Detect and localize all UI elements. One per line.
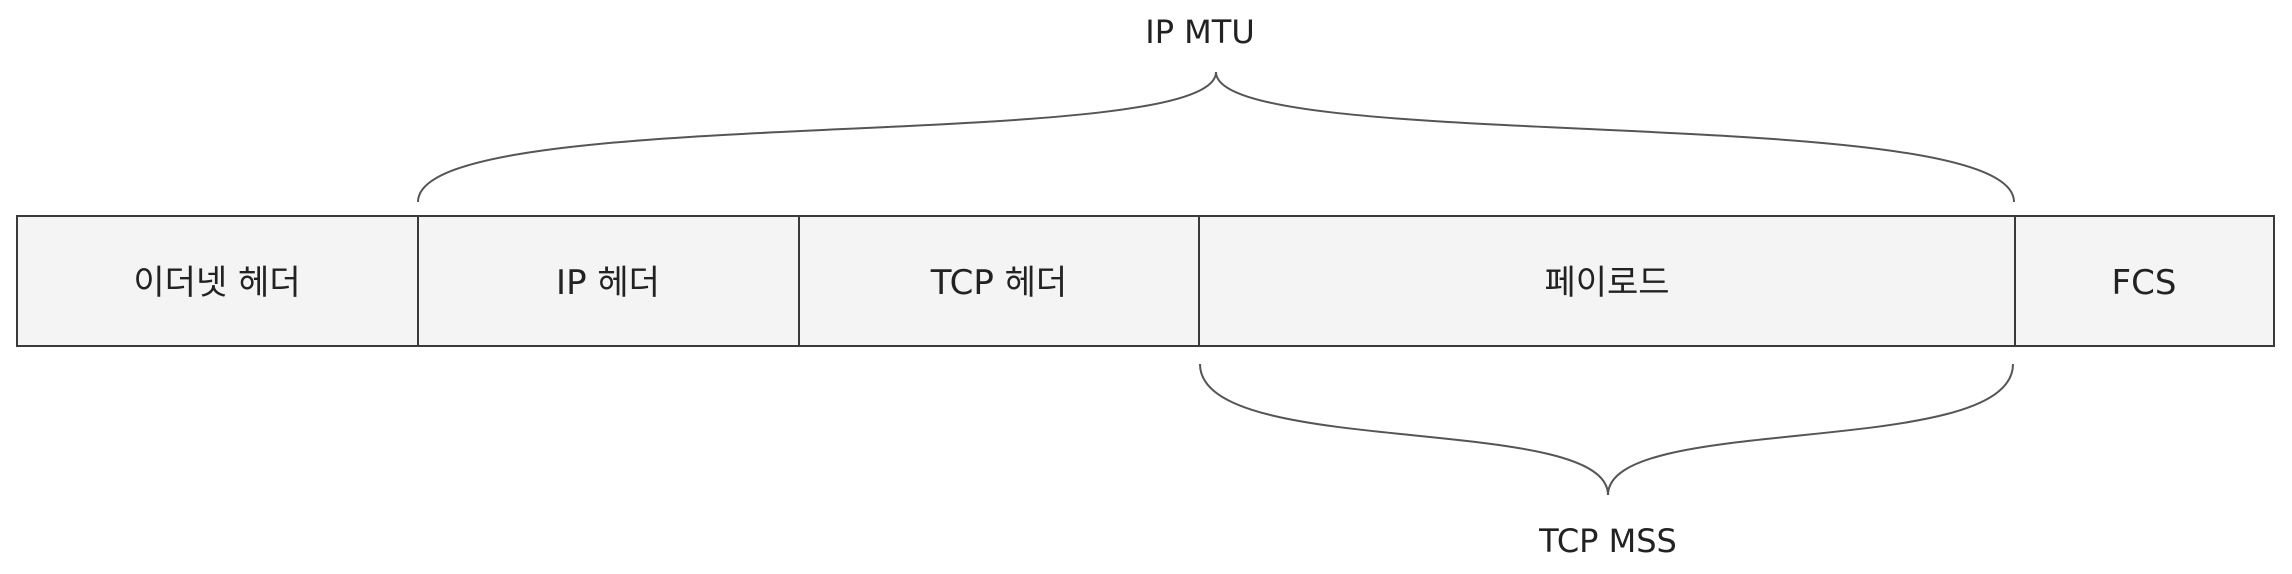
- segment-ip-header-label: IP 헤더: [556, 263, 660, 303]
- segment-tcp-header: TCP 헤더: [798, 215, 1200, 347]
- segment-ethernet-header: 이더넷 헤더: [16, 215, 419, 347]
- tcp-mss-brace-line: [1199, 363, 2014, 496]
- segment-ip-header: IP 헤더: [417, 215, 800, 347]
- segment-payload: 페이로드: [1198, 215, 2016, 347]
- segment-fcs: FCS: [2014, 215, 2275, 347]
- segment-ethernet-header-box: [16, 215, 419, 347]
- segment-tcp-header-box: [798, 215, 1200, 347]
- segment-fcs-box: [2014, 215, 2275, 347]
- tcp-mss-label: TCP MSS: [1538, 522, 1677, 560]
- segment-fcs-label: FCS: [2112, 263, 2177, 303]
- ip-mtu-label: IP MTU: [1145, 13, 1254, 51]
- segment-ip-header-box: [417, 215, 800, 347]
- ip-mtu-brace: IP MTU: [417, 13, 2015, 203]
- ip-mtu-brace-line: [417, 71, 2015, 203]
- segment-payload-box: [1198, 215, 2016, 347]
- segment-tcp-header-label: TCP 헤더: [930, 263, 1067, 303]
- segment-ethernet-header-label: 이더넷 헤더: [133, 263, 300, 303]
- frame-row: 이더넷 헤더 IP 헤더 TCP 헤더 페이로드 FCS: [16, 215, 2275, 347]
- segment-payload-label: 페이로드: [1544, 263, 1669, 303]
- tcp-mss-brace: TCP MSS: [1199, 363, 2014, 560]
